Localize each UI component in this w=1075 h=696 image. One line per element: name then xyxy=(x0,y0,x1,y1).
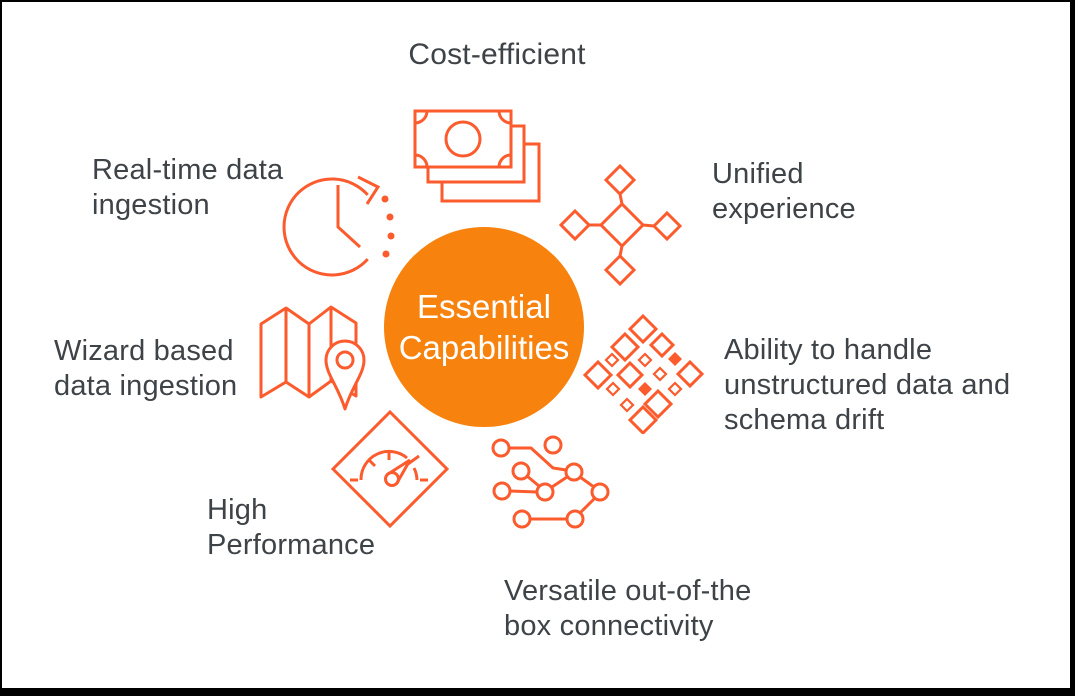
circuit-nodes-icon xyxy=(487,434,617,529)
label-versatile-connectivity: Versatile out-of-the box connectivity xyxy=(504,575,752,642)
label-realtime-ingestion: Real-time data ingestion xyxy=(92,154,284,221)
clock-refresh-icon xyxy=(272,160,407,295)
center-circle: Essential Capabilities xyxy=(384,227,584,427)
label-cost-efficient: Cost-efficient xyxy=(408,38,586,71)
label-unified-experience: Unified experience xyxy=(712,158,856,225)
map-pin-icon xyxy=(255,300,370,415)
diamond-network-icon xyxy=(555,162,695,292)
label-wizard-ingestion: Wizard based data ingestion xyxy=(54,335,238,402)
speedometer-icon xyxy=(329,409,454,534)
money-bills-icon xyxy=(412,108,552,208)
diamond-cluster-icon xyxy=(582,309,707,434)
center-label: Essential Capabilities xyxy=(398,288,570,366)
label-unstructured-data: Ability to handle unstructured data and … xyxy=(724,334,1011,436)
label-high-performance: High Performance xyxy=(207,494,376,561)
